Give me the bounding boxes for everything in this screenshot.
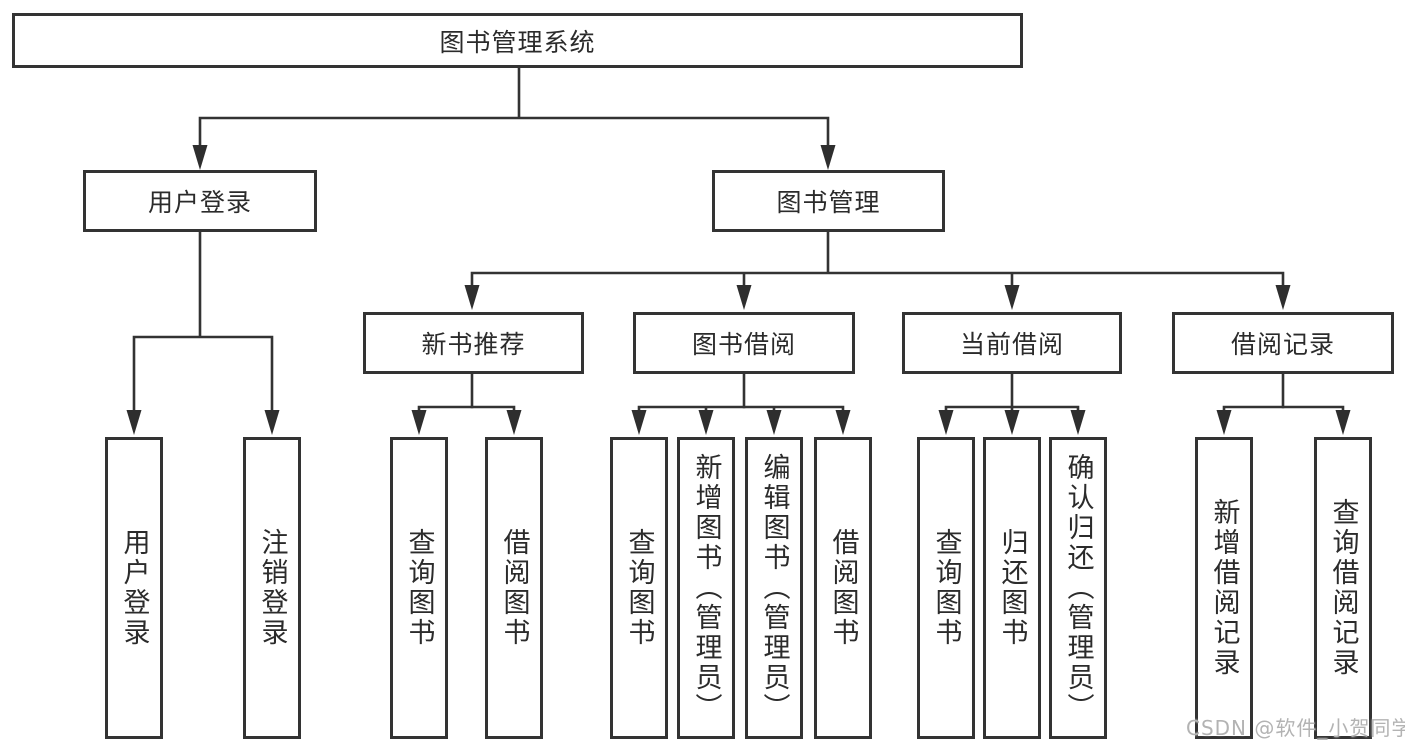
node-book-management: 图书管理 — [712, 170, 945, 232]
node-edit-book-admin: 编辑图书（管理员） — [745, 437, 803, 739]
node-edit-book-admin-label: 编辑图书（管理员） — [758, 453, 790, 723]
node-query-borrow-record: 查询借阅记录 — [1314, 437, 1372, 739]
node-system-root: 图书管理系统 — [12, 13, 1023, 68]
node-user-login: 用户登录 — [83, 170, 317, 232]
node-add-borrow-record: 新增借阅记录 — [1195, 437, 1253, 739]
node-borrow-books-recommend-label: 借阅图书 — [498, 528, 530, 648]
node-query-books-borrowing-label: 查询图书 — [623, 528, 655, 648]
node-borrow-books-borrowing: 借阅图书 — [814, 437, 872, 739]
node-query-books-current-label: 查询图书 — [930, 528, 962, 648]
node-add-book-admin-label: 新增图书（管理员） — [690, 453, 722, 723]
node-query-books-borrowing: 查询图书 — [610, 437, 668, 739]
node-current-borrowing: 当前借阅 — [902, 312, 1122, 374]
arrowheads — [126, 145, 1351, 435]
node-borrow-records: 借阅记录 — [1172, 312, 1394, 374]
node-user-login-action: 用户登录 — [105, 437, 163, 739]
node-confirm-return-admin-label: 确认归还（管理员） — [1062, 453, 1094, 723]
watermark-text: CSDN @软件_小贺同学 — [1186, 716, 1405, 740]
node-logout-action: 注销登录 — [243, 437, 301, 739]
node-query-books-current: 查询图书 — [917, 437, 975, 739]
node-return-books: 归还图书 — [983, 437, 1041, 739]
node-book-borrowing: 图书借阅 — [633, 312, 855, 374]
node-add-book-admin: 新增图书（管理员） — [677, 437, 735, 739]
node-query-borrow-record-label: 查询借阅记录 — [1327, 498, 1359, 678]
node-logout-action-label: 注销登录 — [256, 528, 288, 648]
node-new-book-recommend: 新书推荐 — [363, 312, 584, 374]
node-confirm-return-admin: 确认归还（管理员） — [1049, 437, 1107, 739]
node-query-books-recommend: 查询图书 — [390, 437, 448, 739]
node-borrow-books-borrowing-label: 借阅图书 — [827, 528, 859, 648]
node-user-login-action-label: 用户登录 — [118, 528, 150, 648]
node-query-books-recommend-label: 查询图书 — [403, 528, 435, 648]
node-borrow-books-recommend: 借阅图书 — [485, 437, 543, 739]
node-add-borrow-record-label: 新增借阅记录 — [1208, 498, 1240, 678]
node-return-books-label: 归还图书 — [996, 528, 1028, 648]
